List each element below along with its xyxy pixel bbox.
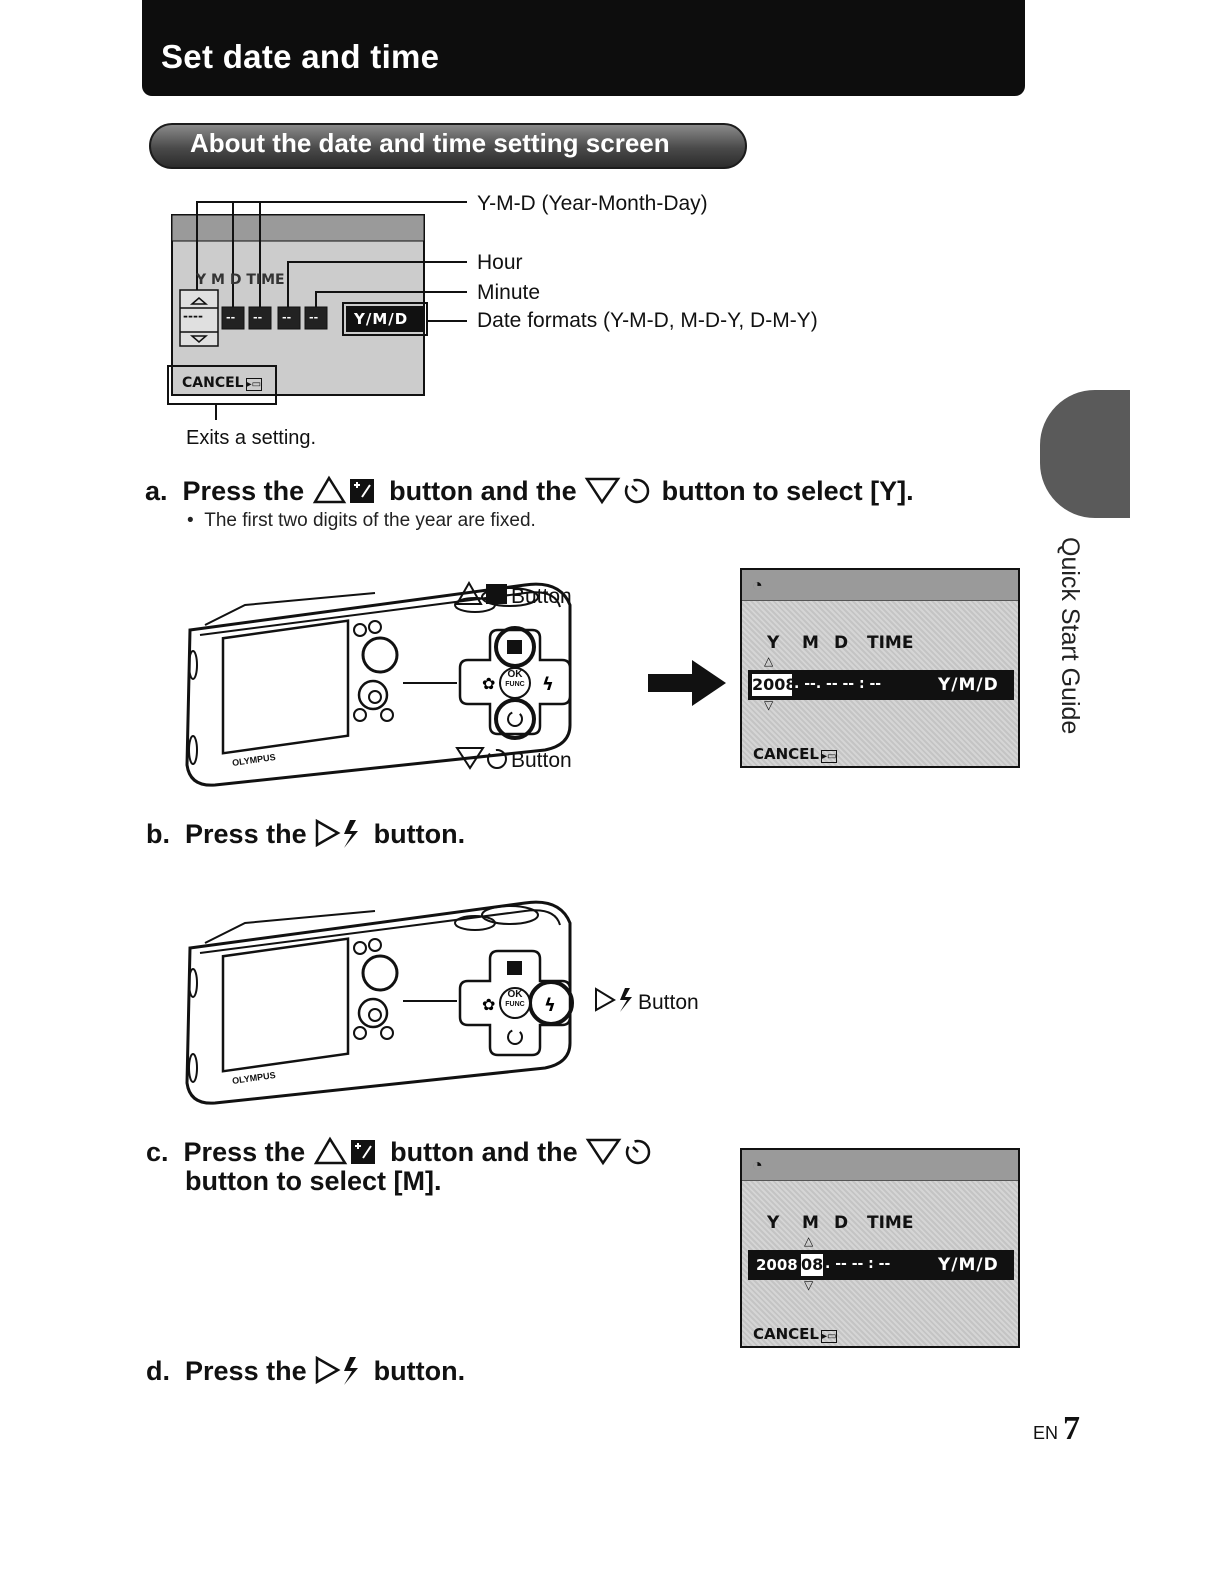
svg-text:ϟ: ϟ [542, 674, 554, 695]
svg-text:ϟ: ϟ [544, 995, 556, 1016]
lcd-y-label: Y [767, 1213, 780, 1233]
lcd-rest-value: . --. -- -- : -- [794, 676, 882, 692]
lcd-cancel: CANCEL▸▭ [753, 745, 838, 763]
step-d-heading: d. Press the button. [146, 1355, 465, 1392]
lcd-cell-month: -- [226, 311, 236, 324]
menu-icon: ▸▭ [245, 378, 263, 391]
lcd-y-label: Y [767, 633, 780, 653]
lcd-cancel: CANCEL▸▭ [182, 375, 263, 391]
clock-icon: ◔ [752, 575, 763, 595]
svg-text:✿: ✿ [482, 674, 495, 693]
right-flash-icon [594, 987, 638, 1018]
callout-exit: Exits a setting. [186, 427, 317, 449]
step-a-bullet: • The first two digits of the year are f… [187, 510, 536, 531]
camera-illustration [185, 582, 572, 787]
svg-text:✿: ✿ [482, 995, 495, 1014]
lcd-time-label: TIME [867, 633, 914, 653]
section-title: About the date and time setting screen [190, 128, 670, 158]
lcd-format: Y/M/D [938, 1255, 999, 1275]
callout-hour: Hour [477, 251, 523, 274]
up-caret-icon: △ [804, 1234, 814, 1248]
callout-minute: Minute [477, 281, 541, 304]
side-tab [1040, 390, 1130, 518]
down-button-label: Button [455, 745, 572, 776]
lcd-screen-year: ◔ Y M D TIME △ 2008 . --. -- -- : -- Y/M… [740, 568, 1020, 768]
lcd-format: Y/M/D [938, 675, 999, 695]
title-bar [142, 0, 1025, 96]
down-caret-icon: ▽ [764, 698, 774, 712]
page-title: Set date and time [161, 38, 440, 75]
callout-lines [167, 201, 467, 420]
lcd-time-label: TIME [867, 1213, 914, 1233]
lcd-field-labels: Y M D TIME [196, 272, 285, 288]
year-value: 2008 [751, 673, 797, 697]
menu-icon: ▸▭ [820, 750, 838, 763]
step-b-heading: b. Press the button. [146, 818, 465, 855]
page-number: EN 7 [1033, 1410, 1081, 1447]
lcd-m-label: M [802, 633, 819, 653]
lcd-m-label: M [802, 1213, 819, 1233]
up-exposure-icon [455, 580, 511, 612]
callout-formats: Date formats (Y-M-D, M-D-Y, D-M-Y) [477, 309, 818, 332]
callout-ymd: Y-M-D (Year-Month-Day) [477, 192, 708, 215]
right-button-label: Button [594, 987, 699, 1018]
lcd-screen-month: ◔ Y M D TIME △ 2008 08 . -- -- : -- Y/M/… [740, 1148, 1020, 1348]
down-selftimer-icon [455, 745, 511, 776]
down-selftimer-icon [585, 1136, 655, 1173]
up-exposure-icon [312, 475, 382, 512]
up-exposure-icon [313, 1136, 383, 1173]
setting-screen-diagram: Y M D TIME ---- -- -- -- -- Y/M/D CANCEL… [160, 190, 860, 470]
down-selftimer-icon [584, 475, 654, 512]
lcd-year-dashes: ---- [183, 309, 203, 323]
side-tab-label: Quick Start Guide [1056, 537, 1084, 735]
section-pill [149, 123, 747, 169]
lcd-format: Y/M/D [354, 310, 409, 328]
lcd-cell-minute: -- [309, 311, 319, 324]
menu-icon: ▸▭ [820, 1330, 838, 1343]
right-flash-icon [314, 818, 366, 855]
up-button-label: Button [455, 580, 572, 612]
lcd-d-label: D [834, 633, 849, 653]
step-a-heading: a. Press the button and the button to se… [145, 475, 914, 512]
lcd-cancel: CANCEL▸▭ [753, 1325, 838, 1343]
lcd-year-value: 2008 [756, 1256, 798, 1274]
dpad-right: ✿ ϟ [458, 949, 574, 1057]
month-value: 08 [800, 1253, 824, 1277]
step-c-heading: c. Press the button and the [146, 1136, 655, 1173]
camera-illustration [185, 900, 572, 1105]
clock-icon: ◔ [752, 1155, 763, 1175]
right-flash-icon [314, 1355, 366, 1392]
lcd-d-label: D [834, 1213, 849, 1233]
step-c-heading-line2: button to select [M]. [185, 1166, 442, 1196]
lcd-cell-hour: -- [282, 311, 292, 324]
lcd-rest-value: . -- -- : -- [825, 1256, 891, 1272]
dpad-up-down: ✿ ϟ [458, 626, 572, 740]
right-arrow-icon [648, 660, 726, 706]
down-caret-icon: ▽ [804, 1278, 814, 1292]
lcd-cell-day: -- [253, 311, 263, 324]
up-caret-icon: △ [764, 654, 774, 668]
